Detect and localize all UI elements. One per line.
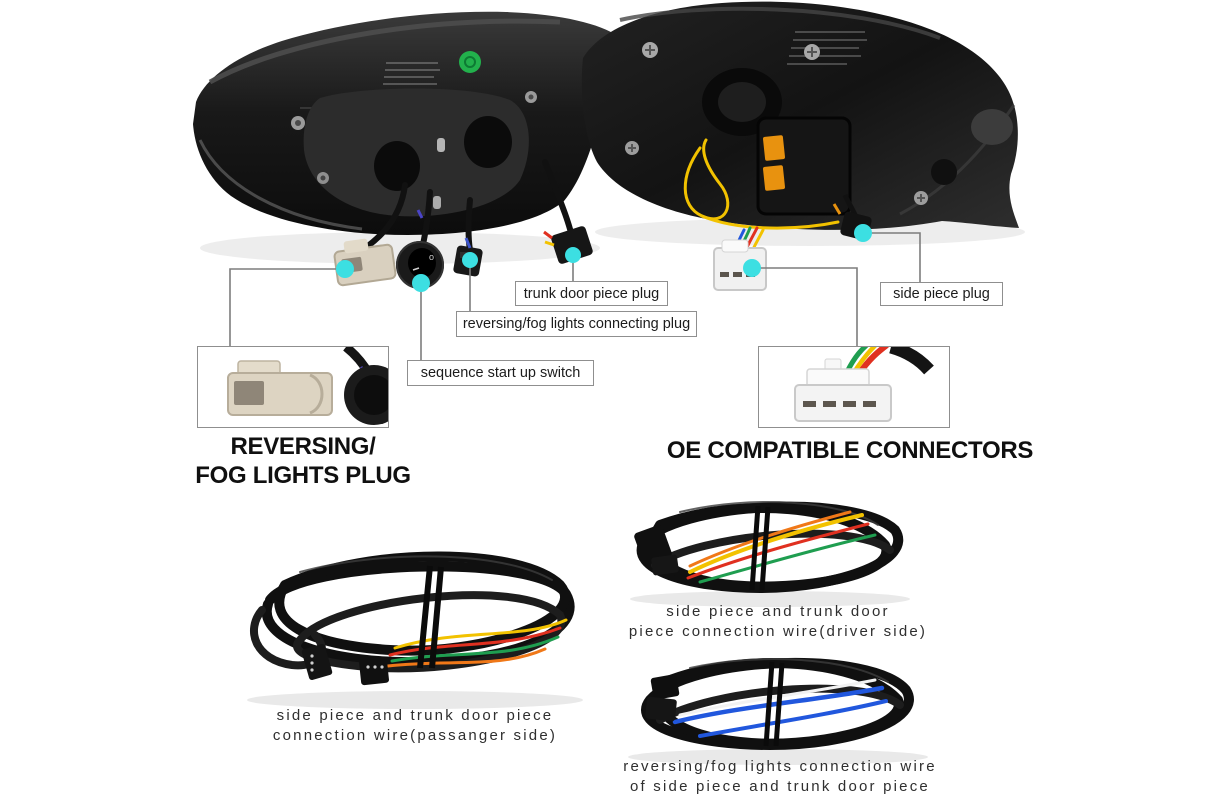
callout-line-reversing-fog-plug bbox=[229, 268, 345, 346]
molded-part-text bbox=[787, 31, 867, 65]
cable-tie bbox=[749, 505, 771, 591]
caption-line: side piece and trunk door bbox=[666, 603, 890, 620]
bundle-connectors bbox=[634, 525, 679, 576]
trunk-door-plug bbox=[543, 226, 593, 264]
marker-dot-reversing-fog-plug bbox=[336, 260, 354, 278]
caption-reversing-fog-wire: reversing/fog lights connection wire of … bbox=[605, 757, 955, 797]
callout-label-side-piece-plug: side piece plug bbox=[880, 282, 1003, 306]
heading-oe-compatible-connectors: OE COMPATIBLE CONNECTORS bbox=[666, 437, 1034, 464]
cable-tie bbox=[763, 661, 785, 747]
callout-label-sequence-start-up-switch: sequence start up switch bbox=[407, 360, 594, 386]
marker-dot-sequence-switch bbox=[412, 274, 430, 292]
caption-line: piece connection wire(driver side) bbox=[628, 623, 928, 640]
right-tail-light bbox=[581, 1, 1019, 254]
inset-box-oe-connector bbox=[758, 346, 950, 428]
lamp-shadow bbox=[200, 232, 600, 264]
white-connector-closeup bbox=[794, 347, 934, 422]
left-tail-light bbox=[193, 11, 618, 260]
screws bbox=[291, 91, 537, 209]
yellow-lamp-wires bbox=[683, 138, 840, 230]
callout-lines bbox=[229, 232, 921, 360]
caption-passenger-side-wire: side piece and trunk door piece connecti… bbox=[240, 706, 590, 746]
green-qc-sticker bbox=[459, 51, 481, 73]
lamp-shadow bbox=[595, 218, 1025, 246]
wire-bundle-driver bbox=[630, 501, 910, 607]
amber-reflector bbox=[762, 165, 786, 191]
inset-box-reversing-fog-plug bbox=[197, 346, 389, 428]
caption-line: of side piece and trunk door piece bbox=[630, 778, 930, 795]
wire-bundle-passenger bbox=[247, 551, 583, 709]
marker-dot-side-piece bbox=[854, 224, 872, 242]
marker-dot-reversing-plug bbox=[462, 252, 478, 268]
wire-bundle-reversing bbox=[628, 657, 928, 765]
bundle-connectors bbox=[645, 674, 680, 722]
amber-reflector bbox=[762, 135, 786, 161]
sequence-rocker-switch: o bbox=[396, 241, 444, 289]
heading-line: FOG LIGHTS PLUG bbox=[195, 462, 411, 489]
caption-driver-side-wire: side piece and trunk door piece connecti… bbox=[608, 602, 948, 642]
bundle-connectors bbox=[301, 644, 389, 686]
callout-label-trunk-door-plug: trunk door piece plug bbox=[515, 281, 668, 306]
caption-line: connection wire(passanger side) bbox=[272, 727, 558, 744]
colored-wires bbox=[386, 618, 568, 668]
caption-line: side piece and trunk door piece bbox=[276, 707, 554, 724]
caption-line: reversing/fog lights connection wire bbox=[623, 758, 937, 775]
callout-markers bbox=[336, 224, 872, 292]
svg-text:o: o bbox=[429, 252, 434, 262]
marker-dot-trunk-door bbox=[565, 247, 581, 263]
callout-label-reversing-fog-connecting-plug: reversing/fog lights connecting plug bbox=[456, 311, 697, 337]
cable-tie bbox=[417, 565, 444, 669]
screws bbox=[625, 42, 928, 205]
callout-line-side-piece bbox=[868, 232, 921, 282]
callout-line-oe-connector bbox=[760, 267, 858, 346]
bulb-bracket bbox=[756, 116, 852, 216]
beige-connector-closeup bbox=[227, 347, 388, 425]
heading-reversing-fog-lights-plug: REVERSING/ FOG LIGHTS PLUG bbox=[183, 432, 423, 490]
marker-dot-oe-connector bbox=[743, 259, 761, 277]
heading-line: REVERSING/ bbox=[230, 433, 376, 460]
